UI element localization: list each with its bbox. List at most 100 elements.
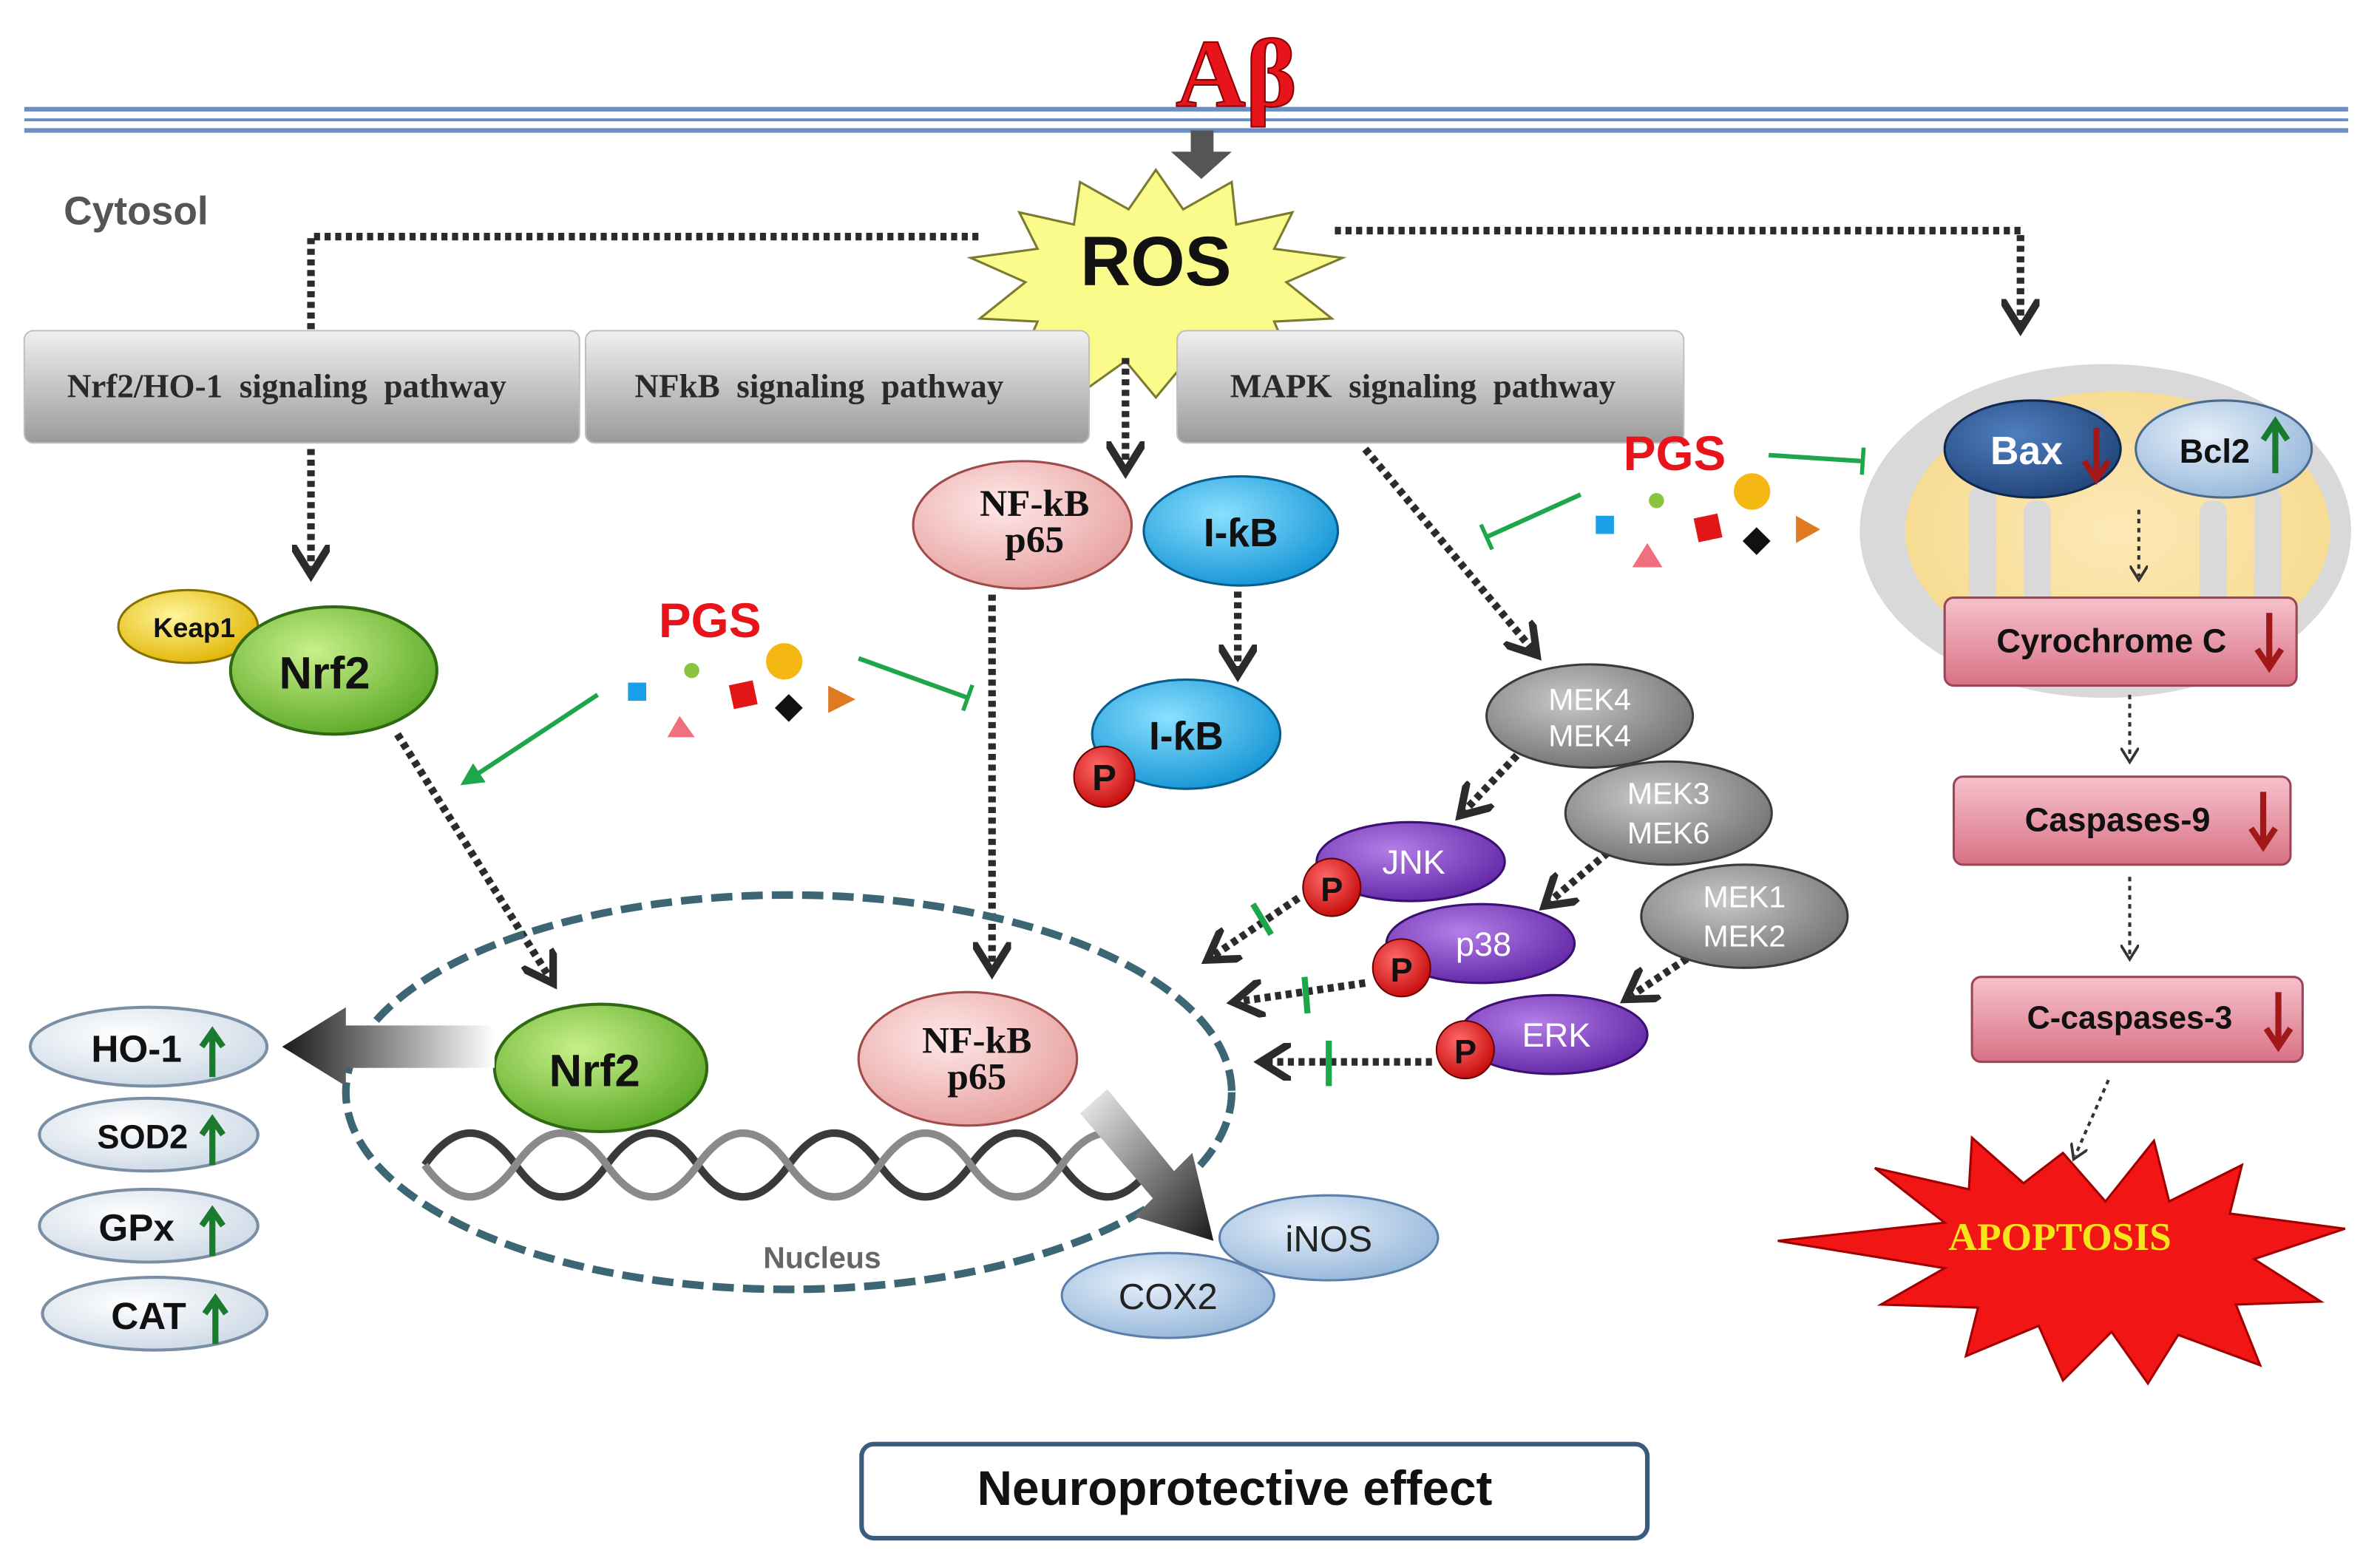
ros-connectors [307,226,2021,464]
apoptosis-label: APOPTOSIS [1948,1214,2171,1259]
ros-to-nrf2-arrow [307,233,979,331]
step-caspases-9: Caspases-9 [1952,775,2292,866]
phospho-ikb-label: I-ƙB [1149,715,1224,758]
casp3-to-apoptosis-arrow [2075,1079,2110,1156]
pgs-inhibits-mapk-line [1479,492,1582,551]
erk-label: ERK [1522,1016,1591,1054]
jnk-phospho-badge [1302,857,1362,917]
nrf2-node [228,605,438,736]
mek4-to-jnk-arrow [1465,752,1520,810]
pathway-bar-nrf2: Nrf2/HO-1 signaling pathway [23,330,580,444]
bcl2-label: Bcl2 [2180,432,2250,470]
nrf2-to-nucleus-arrow [394,732,549,976]
bax-down-arrow [2081,427,2112,485]
mek36-to-p38-arrow [1550,849,1611,901]
antioxidant-outputs: HO-1 SOD2 GPx CAT [28,1005,269,1352]
keap1-label: Keap1 [153,613,235,643]
bcl2-up-arrow [2260,416,2291,474]
output-cat-up-arrow [202,1293,229,1345]
pathway-label-mapk: MAPK signaling pathway [1230,368,1616,405]
ikb-label: I-ƙB [1204,511,1278,555]
nfkb-nuclear-node [857,990,1079,1127]
output-cat-label: CAT [111,1295,186,1337]
ros-to-mito-arrow [1335,226,2020,322]
mek36-label-line1: MEK3 [1627,777,1710,811]
ikb-node [1142,475,1340,587]
output-ho1-up-arrow [199,1026,226,1078]
nfkb-nuclear-label-line1: NF-kB [922,1019,1031,1061]
phospho-ikb-badge-label: P [1092,758,1116,798]
step-c-caspases-3-down-arrow [2263,992,2293,1053]
erk-phospho-badge [1435,1020,1495,1080]
nrf2-nuclear-label: Nrf2 [549,1045,640,1096]
abeta-label: Aβ [1176,21,1297,128]
pgs-inhibits-mito-line [1768,447,1866,475]
dna-helix [421,1129,1156,1201]
output-sod2: SOD2 [38,1096,260,1173]
step-cytochrome-c-down-arrow [2254,613,2285,673]
pgs-right: PGS [1596,426,1820,568]
mek12-label-line2: MEK2 [1703,920,1786,954]
mapk-inhibition-ticks [1250,903,1332,1087]
output-gpx: GPx [38,1187,260,1264]
step-c-caspases-3: C-caspases-3 [1970,976,2304,1064]
mek36-node [1564,760,1773,866]
jnk-node [1315,820,1506,903]
nrf2-output-arrow [282,1007,495,1087]
pgs-center-label: PGS [659,594,762,647]
step-caspases-9-down-arrow [2248,792,2278,852]
step-c-caspases-3-label: C-caspases-3 [2027,1000,2233,1036]
output-sod2-up-arrow [199,1114,226,1166]
nfkb-node [912,460,1133,590]
phospho-ikb-badge [1073,745,1136,808]
inos-node [1218,1194,1440,1282]
pgs-activates-nrf2-arrow [460,693,600,786]
cox2-node [1060,1251,1275,1339]
output-ho1: HO-1 [28,1005,269,1088]
pathway-bar-mapk: MAPK signaling pathway [1176,330,1685,444]
output-gpx-up-arrow [199,1205,226,1257]
mek4-node [1485,663,1695,769]
step-caspases-9-label: Caspases-9 [2025,801,2211,839]
jnk-phospho-badge-label: P [1320,871,1343,908]
inos-label: iNOS [1285,1219,1372,1260]
p38-label: p38 [1456,925,1511,963]
p38-phospho-badge-label: P [1391,951,1413,989]
pgs-center: PGS [628,594,856,738]
mek4-label-line1: MEK4 [1548,682,1631,716]
bax-node [1943,399,2122,499]
step-cytochrome-c: Cyrochrome C [1943,596,2298,687]
mek36-label-line2: MEK6 [1627,816,1710,850]
cytosol-label: Cytosol [64,190,208,234]
output-ho1-label: HO-1 [91,1028,182,1070]
phospho-ikb-node [1091,678,1282,790]
pathway-bar-nfkb: NFkB signaling pathway [584,330,1091,444]
output-gpx-label: GPx [98,1207,174,1249]
bax-label: Bax [1990,429,2063,473]
mek12-node [1640,863,1849,969]
apoptosis-burst: APOPTOSIS [1777,1135,2346,1386]
bcl2-node [2135,399,2313,499]
erk-phospho-badge-label: P [1454,1033,1477,1071]
footer-box: Neuroprotective effect [859,1441,1650,1541]
pathway-label-nfkb: NFkB signaling pathway [634,368,1003,405]
nrf2-label: Nrf2 [279,648,370,699]
output-cat: CAT [41,1275,269,1352]
pgs-right-label: PGS [1624,426,1726,480]
output-sod2-label: SOD2 [97,1118,188,1156]
cell-membrane [24,106,2348,133]
nucleus-label: Nucleus [763,1241,881,1275]
nfkb-label-line1: NF-kB [980,483,1089,525]
mek4-label-line2: MEK4 [1548,719,1631,753]
ros-label: ROS [1080,223,1231,301]
pgs-inhibits-nfkb-line [858,656,974,712]
mek12-label-line1: MEK1 [1703,880,1786,914]
nfkb-output-arrow [1079,1089,1214,1241]
footer-label: Neuroprotective effect [977,1461,1493,1515]
nfkb-nuclear-label-line2: p65 [947,1056,1006,1098]
abeta-to-ros-arrow [1170,130,1232,180]
pathway-label-nrf2: Nrf2/HO-1 signaling pathway [67,368,507,405]
jnk-label: JNK [1382,843,1445,881]
p38-phospho-badge [1372,938,1431,998]
